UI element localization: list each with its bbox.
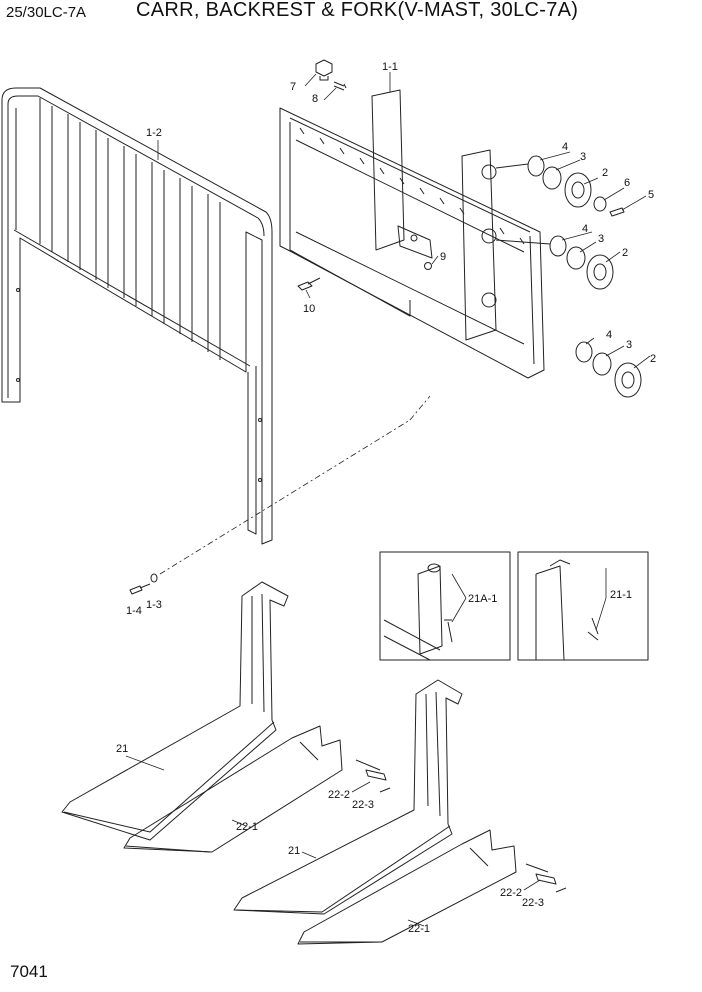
callout-4: 4 (562, 141, 568, 153)
bolt-and-washer (129, 573, 158, 595)
detail-box-21-1 (517, 551, 649, 661)
callout-22-3: 22-3 (352, 799, 374, 811)
callout-22-1: 22-1 (408, 923, 430, 935)
callout-labels: 1-1 1-2 1-3 1-4 2 2 2 3 3 3 4 4 4 5 6 7 … (116, 61, 656, 935)
callout-22-2: 22-2 (328, 789, 350, 801)
callout-22-2: 22-2 (500, 887, 522, 899)
alignment-lines (159, 395, 431, 575)
callout-4: 4 (582, 223, 588, 235)
callout-2: 2 (622, 247, 628, 259)
callout-1-3: 1-3 (146, 599, 162, 611)
callout-leaders (125, 72, 651, 927)
callout-3: 3 (580, 151, 586, 163)
callout-1-1: 1-1 (382, 61, 398, 73)
fork-extension-left (123, 725, 391, 853)
detail-21A-1-drawing (383, 563, 453, 661)
fork-right (233, 679, 463, 915)
callout-8: 8 (312, 93, 318, 105)
carriage-frame (279, 89, 545, 379)
page-title: CARR, BACKREST & FORK(V-MAST, 30LC-7A) (136, 0, 579, 21)
callout-21-1: 21-1 (610, 589, 632, 601)
roller-assembly-bottom (575, 341, 642, 398)
carriage-hardware (297, 59, 432, 291)
callout-21: 21 (288, 845, 300, 857)
model-code: 25/30LC-7A (6, 4, 87, 21)
callout-21: 21 (116, 743, 128, 755)
callout-2: 2 (650, 353, 656, 365)
callout-4: 4 (606, 329, 612, 341)
callout-3: 3 (626, 339, 632, 351)
callout-3: 3 (598, 233, 604, 245)
callout-1-4: 1-4 (126, 605, 142, 617)
roller-assembly-top (495, 155, 625, 217)
callout-6: 6 (624, 177, 630, 189)
callout-22-3: 22-3 (522, 897, 544, 909)
roller-assembly-middle (495, 235, 614, 290)
callout-2: 2 (602, 167, 608, 179)
fork-extension-right (297, 829, 567, 945)
callout-1-2: 1-2 (146, 127, 162, 139)
callout-21A-1: 21A-1 (468, 593, 497, 605)
detail-box-21A-1 (379, 551, 511, 661)
detail-21-1-drawing (535, 559, 599, 661)
callout-5: 5 (648, 189, 654, 201)
backrest (1, 87, 273, 545)
callout-7: 7 (290, 81, 296, 93)
page-number: 7041 (10, 962, 48, 981)
fork-left (61, 581, 289, 841)
callout-9: 9 (440, 251, 446, 263)
callout-10: 10 (303, 303, 315, 315)
callout-22-1: 22-1 (236, 821, 258, 833)
